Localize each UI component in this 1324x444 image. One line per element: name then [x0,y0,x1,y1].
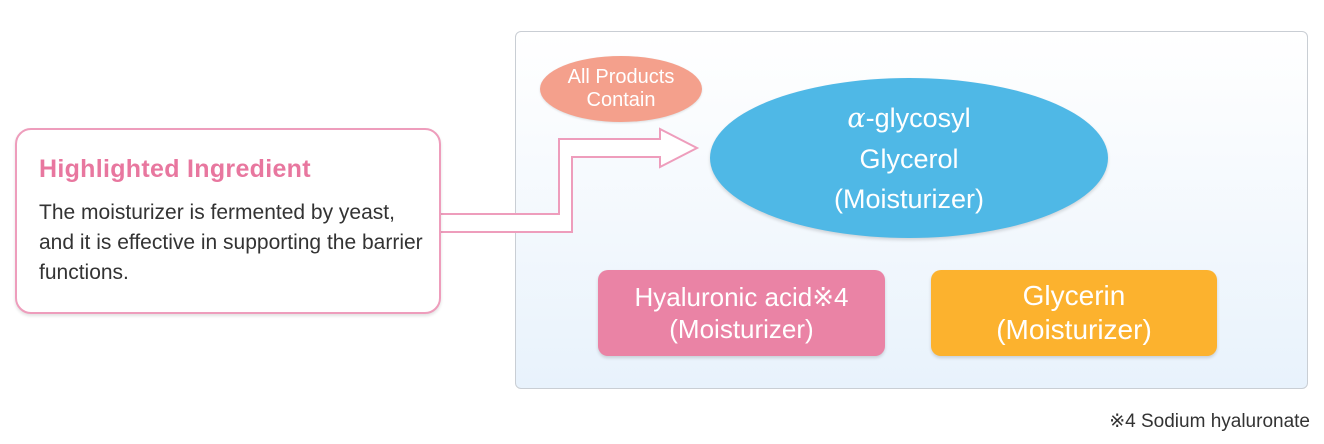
hyaluronic-acid-pill: Hyaluronic acid※4 (Moisturizer) [598,270,885,356]
badge-line-1: All Products [567,66,675,88]
ingredient-name: Hyaluronic acid※4 [634,282,849,312]
ingredient-role: (Moisturizer) [669,314,814,344]
main-ingredient-line-1: α-glycosyl [834,98,984,139]
callout-body: The moisturizer is fermented by yeast, a… [39,201,423,284]
main-ingredient-name-part: -glycosyl [865,102,971,133]
callout-title: Highlighted Ingredient [39,155,311,183]
badge-line-2: Contain [586,89,656,111]
alpha-symbol: α [847,102,866,134]
ingredient-role: (Moisturizer) [996,314,1152,345]
footnote: ※4 Sodium hyaluronate [1109,411,1310,432]
all-products-badge: All Products Contain [540,56,702,122]
ingredient-name: Glycerin [1022,280,1126,311]
main-ingredient-ellipse: α-glycosyl Glycerol (Moisturizer) [710,78,1108,238]
main-ingredient-role: (Moisturizer) [833,183,984,214]
highlight-callout: Highlighted Ingredient The moisturizer i… [15,128,441,314]
main-ingredient-line-2: Glycerol [859,143,959,174]
glycerin-pill: Glycerin (Moisturizer) [931,270,1217,356]
